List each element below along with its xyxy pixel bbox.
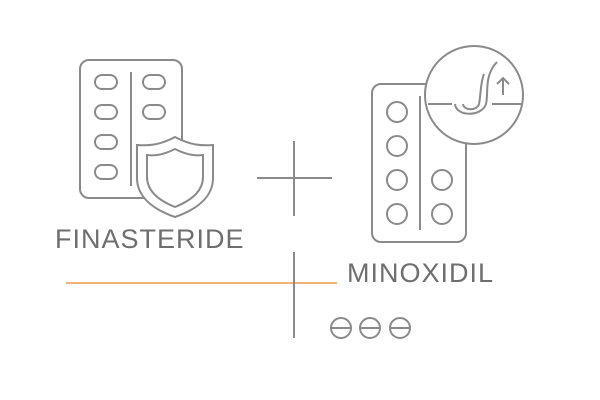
pill-blister-pack-icon — [79, 59, 183, 199]
round-pill-blister-pack-icon — [371, 83, 467, 243]
plus-icon — [257, 141, 332, 216]
hair-follicle-growth-icon — [424, 45, 524, 145]
capsule-row-icon — [330, 317, 411, 339]
minoxidil-label: MINOXIDIL — [347, 258, 495, 288]
shield-icon — [136, 135, 214, 219]
finasteride-label: FINASTERIDE — [55, 224, 245, 254]
